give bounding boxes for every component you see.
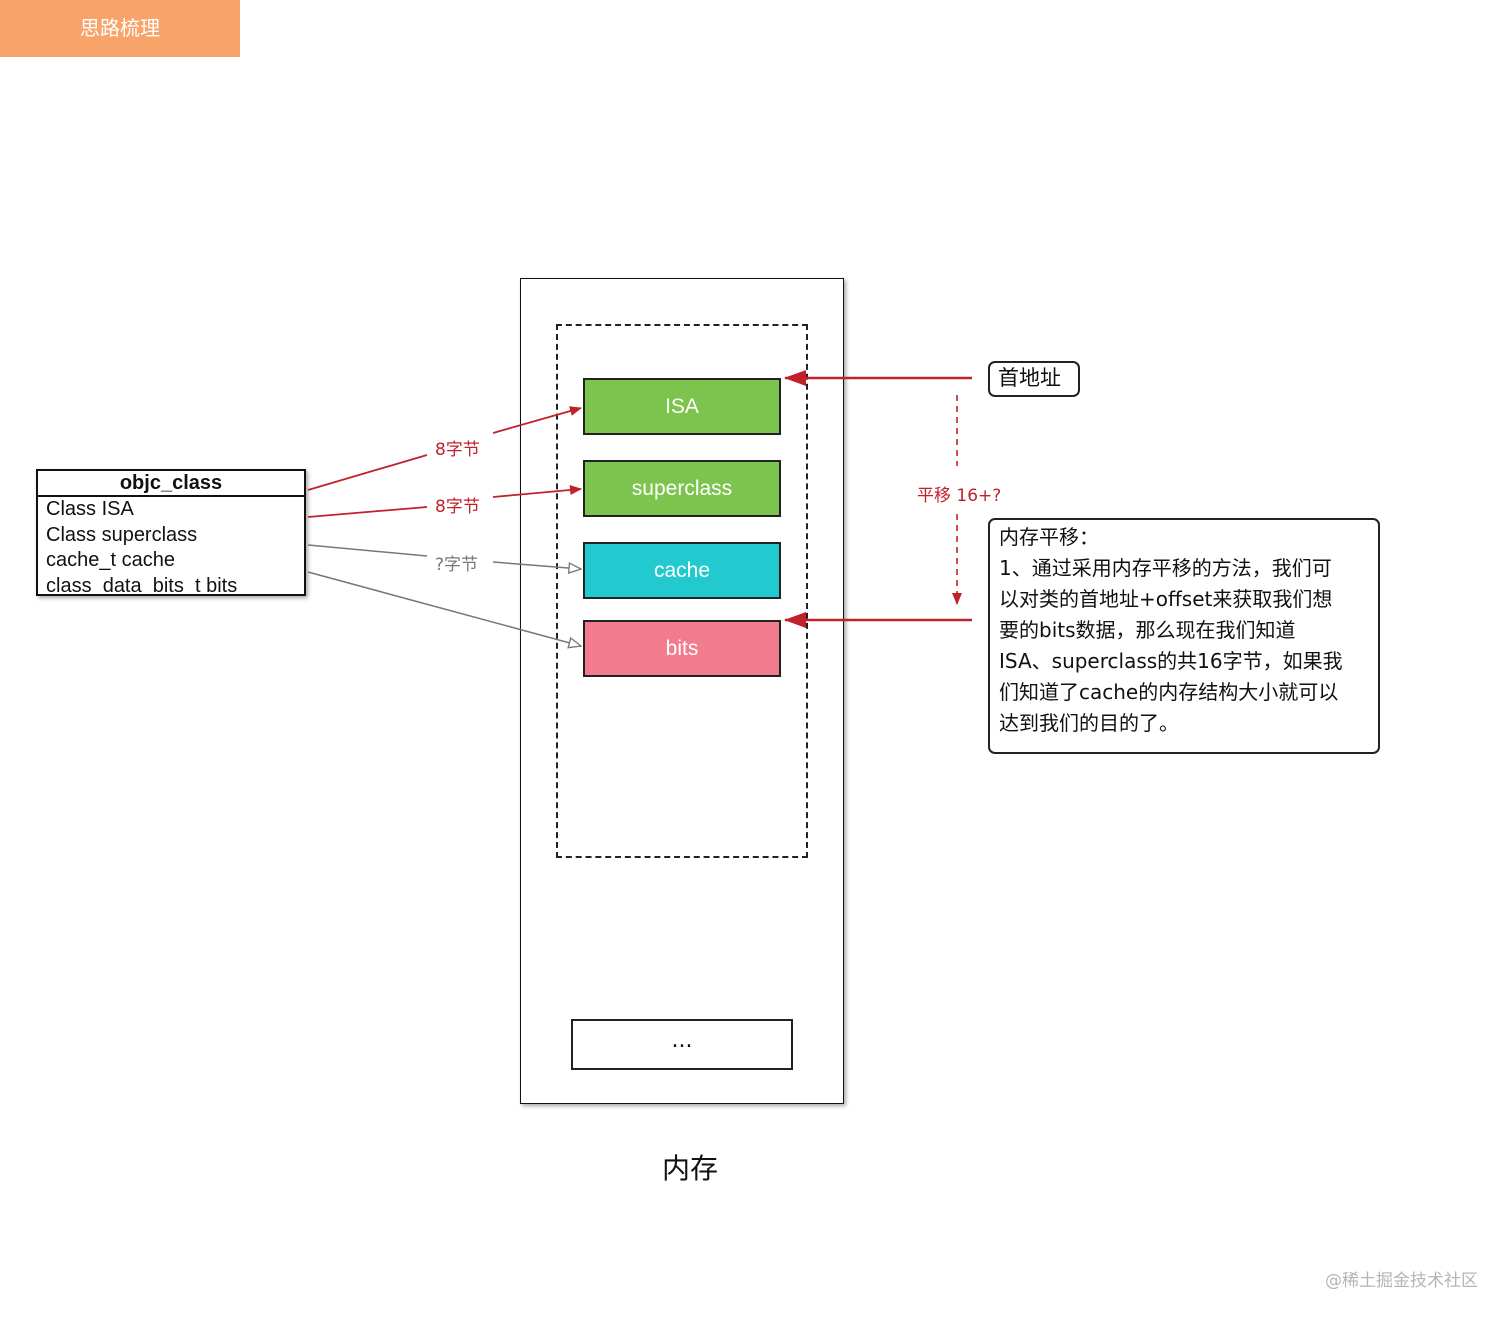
note-body: 1、通过采用内存平移的方法，我们可 以对类的首地址+offset来获取我们想 要…	[999, 556, 1343, 735]
class-field-superclass: Class superclass	[46, 523, 198, 546]
objc-class-box: objc_class Class ISA Class superclass ca…	[36, 469, 306, 597]
memory-more-box: ...	[571, 1019, 793, 1070]
class-field-isa: Class ISA	[46, 498, 134, 520]
explanation-note: 内存平移： 1、通过采用内存平移的方法，我们可 以对类的首地址+offset来获…	[988, 518, 1380, 754]
note-title: 内存平移：	[999, 525, 1099, 549]
edge-label-isa-bytes: 8字节	[435, 440, 480, 460]
section-tag: 思路梳理	[0, 0, 240, 57]
class-region-dashed-box	[556, 324, 808, 858]
base-address-box: 首地址	[988, 361, 1080, 397]
memory-cell-cache: cache	[583, 542, 781, 599]
edge-isa-to-cell	[307, 408, 581, 491]
edge-label-superclass-bytes: 8字节	[435, 497, 480, 517]
class-field-cache: cache_t cache	[46, 549, 175, 571]
edge-label-cache-bytes: ?字节	[435, 555, 479, 575]
class-field-bits: class_data_bits_t bits	[46, 574, 238, 597]
memory-label: 内存	[661, 1152, 718, 1185]
memory-cell-isa: ISA	[583, 378, 781, 435]
memory-cell-bits: bits	[583, 620, 781, 677]
edge-label-shift: 平移 16+?	[917, 486, 1002, 506]
edge-bits-to-cell	[307, 571, 581, 646]
objc-class-title: objc_class	[38, 471, 304, 497]
edge-superclass-to-cell	[307, 489, 581, 518]
watermark: @稀土掘金技术社区	[1325, 1271, 1478, 1291]
edge-cache-to-cell	[307, 544, 581, 569]
